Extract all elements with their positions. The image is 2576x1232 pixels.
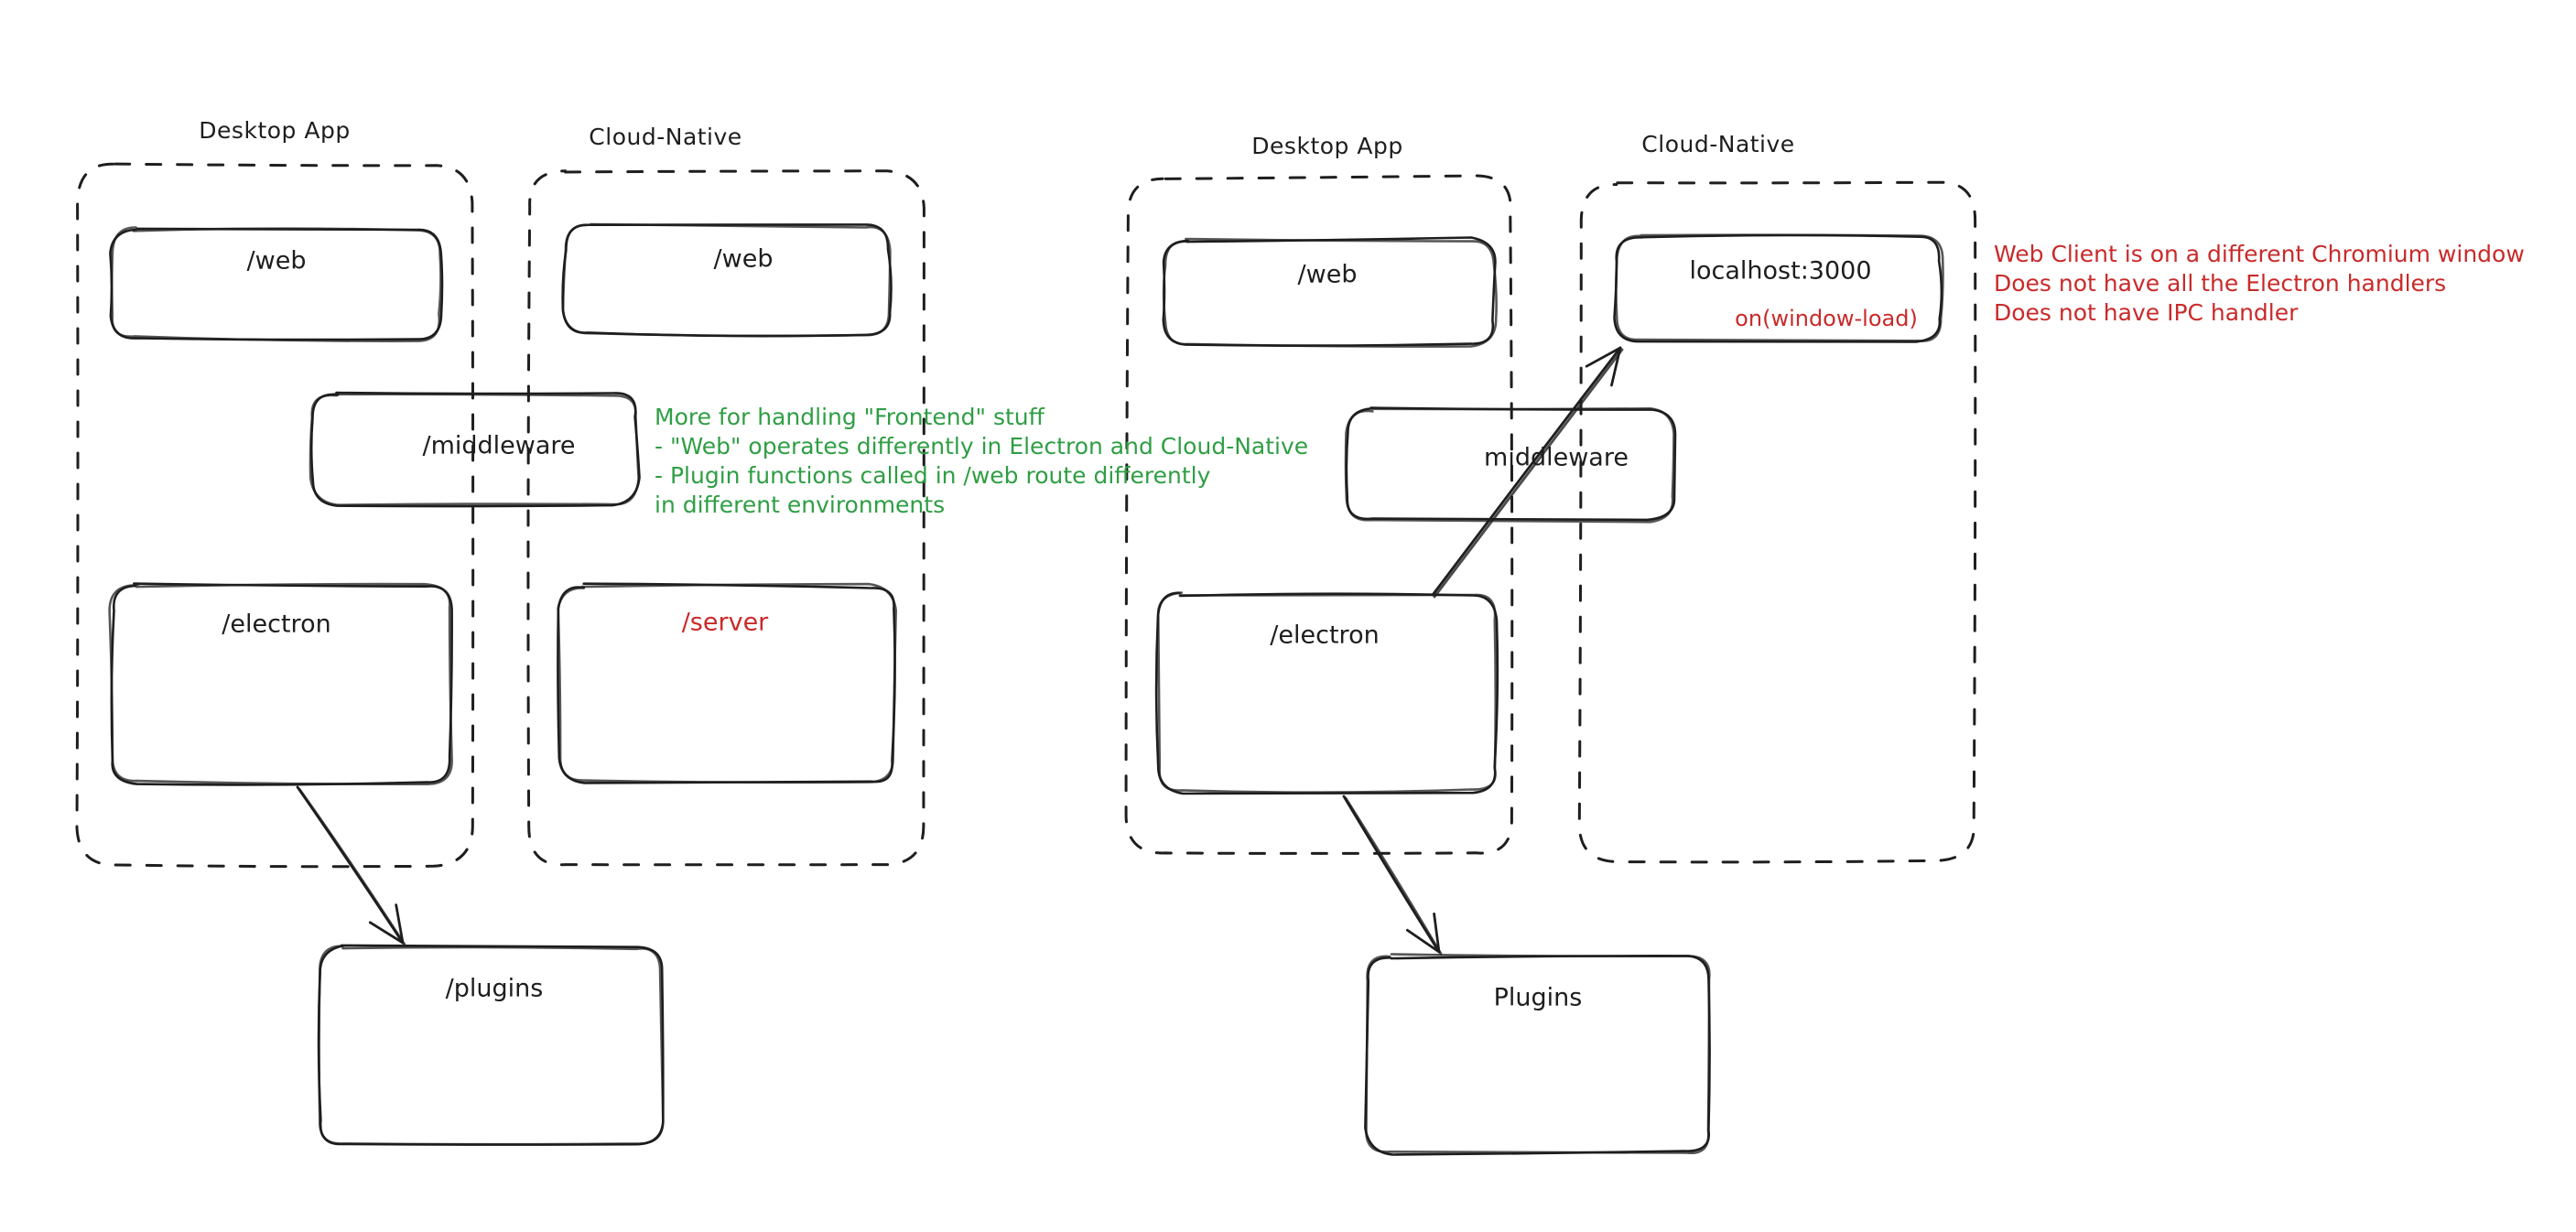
group-label-right-desktop-app: Desktop App [1251, 133, 1403, 159]
node-label-right-electron: /electron [1270, 621, 1380, 650]
node-box-left-web-cloud[interactable] [561, 222, 893, 338]
group-container-left-cloud-native[interactable] [526, 169, 925, 867]
node-box-left-web-desktop[interactable] [109, 226, 444, 342]
node-label-right-web-desktop: /web [1297, 260, 1358, 289]
node-box-right-middleware[interactable] [1344, 406, 1677, 524]
group-container-right-desktop-app[interactable] [1124, 174, 1514, 855]
node-label-left-web-desktop: /web [246, 246, 307, 276]
arrow-left-electron-to-plugins [296, 785, 406, 946]
annotation-left-green-note: More for handling "Frontend" stuff - "We… [655, 404, 1309, 518]
node-sublabel-right-localhost: on(window-load) [1735, 306, 1918, 331]
node-label-right-localhost: localhost:3000 [1689, 256, 1872, 286]
node-label-right-plugins: Plugins [1493, 983, 1583, 1012]
node-label-left-electron: /electron [222, 610, 331, 639]
arrow-right-electron-to-plugins [1342, 794, 1443, 956]
node-label-right-middleware: middleware [1484, 443, 1629, 472]
group-label-left-cloud-native: Cloud-Native [589, 124, 742, 150]
node-box-left-plugins[interactable] [317, 944, 665, 1146]
node-label-left-plugins: /plugins [445, 974, 544, 1003]
node-label-left-web-cloud: /web [713, 244, 774, 274]
node-box-right-web-desktop[interactable] [1162, 236, 1498, 348]
node-box-left-electron[interactable] [108, 582, 453, 786]
node-box-right-localhost[interactable] [1613, 233, 1944, 343]
group-container-left-desktop-app[interactable] [75, 162, 475, 869]
node-label-left-server: /server [681, 608, 769, 637]
group-label-left-desktop-app: Desktop App [199, 117, 351, 144]
group-label-right-cloud-native: Cloud-Native [1641, 131, 1795, 157]
annotation-right-red-note: Web Client is on a different Chromium wi… [1994, 241, 2525, 326]
arrow-right-electron-to-localhost [1431, 346, 1624, 599]
node-label-left-middleware: /middleware [422, 431, 576, 460]
node-box-right-plugins[interactable] [1364, 953, 1711, 1156]
node-box-right-electron[interactable] [1154, 591, 1499, 795]
node-box-left-server[interactable] [557, 582, 897, 784]
node-box-left-middleware[interactable] [308, 391, 641, 508]
